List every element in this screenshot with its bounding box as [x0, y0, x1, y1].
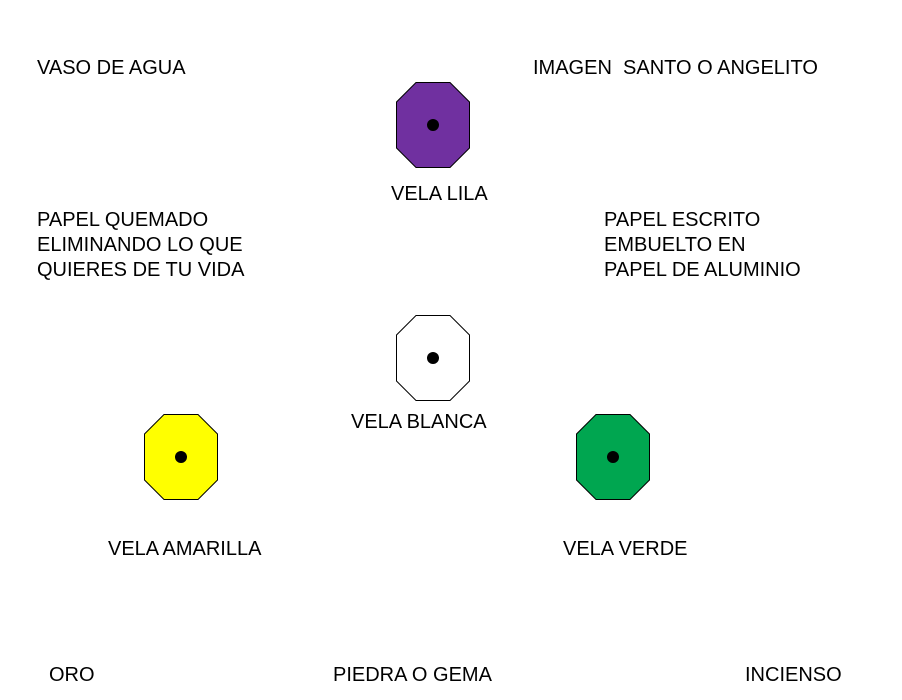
green-candle-icon [576, 414, 650, 500]
candle-wick [427, 119, 439, 131]
papel-quemado-line-1: PAPEL QUEMADO [37, 209, 209, 231]
papel-escrito-line-1: PAPEL ESCRITO [604, 209, 761, 231]
purple-candle-icon [396, 82, 470, 168]
papel-quemado-label: PAPEL QUEMADO ELIMINANDO LO QUE QUIERES … [37, 208, 244, 283]
papel-quemado-line-3: QUIERES DE TU VIDA [37, 259, 245, 281]
imagen-santo-label: IMAGEN SANTO O ANGELITO [533, 57, 818, 79]
papel-quemado-line-2: ELIMINANDO LO QUE [37, 234, 243, 256]
candle-wick [427, 352, 439, 364]
vela-verde-label: VELA VERDE [563, 538, 688, 560]
papel-escrito-line-2: EMBUELTO EN [604, 234, 746, 256]
piedra-o-gema-label: PIEDRA O GEMA [333, 664, 492, 686]
papel-escrito-label: PAPEL ESCRITO EMBUELTO EN PAPEL DE ALUMI… [604, 208, 801, 283]
vela-blanca-label: VELA BLANCA [351, 411, 487, 433]
vela-lila-label: VELA LILA [391, 183, 488, 205]
candle-wick [607, 451, 619, 463]
oro-label: ORO [49, 664, 95, 686]
papel-escrito-line-3: PAPEL DE ALUMINIO [604, 259, 801, 281]
yellow-candle-icon [144, 414, 218, 500]
white-candle-icon [396, 315, 470, 401]
candle-wick [175, 451, 187, 463]
vaso-de-agua-label: VASO DE AGUA [37, 57, 186, 79]
incienso-label: INCIENSO [745, 664, 842, 686]
vela-amarilla-label: VELA AMARILLA [108, 538, 262, 560]
